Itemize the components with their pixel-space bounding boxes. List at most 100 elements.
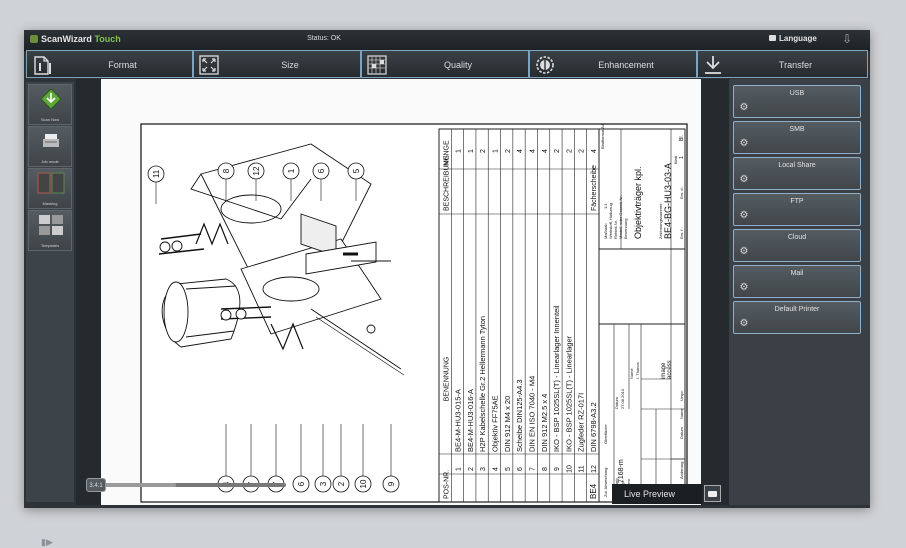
- tab-format[interactable]: Format: [26, 50, 193, 78]
- scan-now-label: Scan Now: [40, 117, 60, 122]
- title-drawing-no: BE4-BG-HU3-03-A: [663, 163, 673, 239]
- tab-format-label: Format: [108, 60, 137, 70]
- part-qty: 1: [493, 149, 500, 153]
- preview-margin-left: [76, 79, 101, 505]
- brand-suffix: Touch: [94, 34, 121, 44]
- language-icon: [769, 35, 776, 41]
- title-sheet: 1: [679, 156, 685, 159]
- camera-icon: [708, 491, 717, 497]
- zoom-slider[interactable]: [86, 483, 286, 487]
- part-pos: 6: [517, 467, 524, 471]
- title-replaced-by: Ers. d.:: [679, 186, 684, 199]
- masking-button[interactable]: Masking: [28, 168, 72, 209]
- part-qty: 4: [542, 149, 549, 153]
- part-qty: 2: [554, 149, 561, 153]
- masking-icon: [37, 172, 65, 194]
- gear-icon[interactable]: ⚙: [739, 210, 749, 221]
- transfer-icon: [705, 56, 721, 74]
- zoom-handle[interactable]: 3.4:1: [86, 478, 106, 492]
- tab-size[interactable]: Size: [193, 50, 361, 78]
- part-name: DIN 6798-A3.2: [589, 402, 598, 452]
- title-material: Werkstoff, Halbzeug: [608, 203, 613, 239]
- callout-label: 6: [317, 168, 326, 173]
- callouts: 11812165477632109: [147, 162, 400, 493]
- destination-default-printer[interactable]: Default Printer⚙: [733, 301, 861, 334]
- gear-icon[interactable]: ⚙: [739, 318, 749, 329]
- tab-enhancement[interactable]: Enhancement: [529, 50, 697, 78]
- live-preview-label: Live Preview: [612, 484, 702, 504]
- header-desc: BESCHREIBUNG: [443, 155, 450, 211]
- quality-icon: [367, 55, 387, 75]
- destination-ftp[interactable]: FTP ⚙: [733, 193, 861, 226]
- part-qty: 2: [480, 149, 487, 153]
- job-mode-button[interactable]: Job mode: [28, 126, 72, 167]
- part-name: H2P Kabelschelle Gr.2 Hellermann Tyton: [478, 316, 487, 452]
- gear-icon[interactable]: ⚙: [739, 282, 749, 293]
- gear-icon[interactable]: ⚙: [739, 102, 749, 113]
- gear-icon[interactable]: ⚙: [739, 138, 749, 149]
- brand-name: ScanWizard: [41, 34, 92, 44]
- tab-transfer[interactable]: Transfer: [697, 50, 868, 78]
- part-name: IKO - BSP 1025SL(T) - Linearlager: [564, 335, 573, 452]
- title-scale: 1:1: [603, 203, 608, 209]
- arrow-down-icon[interactable]: ⇩: [842, 32, 853, 46]
- size-icon: [199, 55, 219, 75]
- gear-icon[interactable]: ⚙: [739, 246, 749, 257]
- camera-button[interactable]: [704, 485, 721, 502]
- brand: ScanWizard Touch: [30, 34, 121, 44]
- title-name-label: Name: [629, 368, 634, 379]
- gear-icon[interactable]: ⚙: [739, 174, 749, 185]
- transfer-destinations: USB ⚙ SMB ⚙ Local Share ⚙ FTP ⚙ Cloud⚙ Mail⚙…: [729, 79, 870, 505]
- preview-margin-right: [701, 79, 729, 505]
- tool-panel: Scan Now Job mode Masking Templates ▮▶: [26, 82, 74, 547]
- part-name: IKO - BSP 1025SL(T) - Linearlager Innent…: [552, 305, 561, 452]
- title-scale-label: Maßstab: [603, 223, 608, 239]
- title-sheet-total: Bl.: [679, 135, 685, 141]
- callout-label: 9: [387, 481, 396, 486]
- destination-mail[interactable]: Mail⚙: [733, 265, 861, 298]
- destination-label: USB: [789, 90, 805, 97]
- callout-label: 11: [152, 169, 161, 178]
- tab-transfer-label: Transfer: [778, 60, 813, 70]
- expand-panel-icon[interactable]: ▮▶: [41, 537, 53, 547]
- title-sheet-label: Blatt: [673, 155, 678, 164]
- language-label: Language: [779, 34, 817, 43]
- language-button[interactable]: Language: [769, 34, 817, 43]
- tab-quality[interactable]: Quality: [361, 50, 529, 78]
- job-mode-label: Job mode: [41, 159, 59, 164]
- title-tolerance: Zul. Abweichung: [603, 468, 608, 497]
- destination-local-share[interactable]: Local Share ⚙: [733, 157, 861, 190]
- part-name: Scheibe DIN125-A4.3: [515, 379, 524, 452]
- assembly-illustration: [158, 143, 405, 376]
- scan-now-icon: [40, 88, 62, 110]
- title-ursp: Urspr.: [679, 390, 684, 401]
- part-pos: 7: [529, 467, 536, 471]
- destination-smb[interactable]: SMB ⚙: [733, 121, 861, 154]
- title-logo-1: image: [661, 362, 667, 379]
- title-surface: Oberfläche: [603, 424, 608, 444]
- destination-label: FTP: [790, 198, 804, 205]
- title-code: BE4: [589, 483, 598, 499]
- callout-label: 5: [352, 168, 361, 173]
- part-name: DIN 912 M4 x 20: [503, 396, 512, 452]
- title-drawing-no-label: Zeichnungsnummer:: [658, 203, 663, 239]
- header-pos: POS-NR.: [443, 470, 450, 499]
- destination-label: SMB: [789, 126, 805, 133]
- title-datum: Datum: [679, 427, 684, 439]
- destination-usb[interactable]: USB ⚙: [733, 85, 861, 118]
- destination-label: Local Share: [778, 162, 816, 169]
- templates-button[interactable]: Templates: [28, 210, 72, 251]
- title-author: I. Thanos: [635, 362, 640, 379]
- part-pos: 11: [579, 465, 586, 472]
- destination-cloud[interactable]: Cloud⚙: [733, 229, 861, 262]
- part-desc: Fächerscheibe: [591, 165, 598, 211]
- title-raw: Rohteil-Nr.: [613, 220, 618, 239]
- scan-now-button[interactable]: Scan Now: [28, 84, 72, 125]
- templates-icon: [39, 215, 63, 235]
- title-logo-2: access: [667, 360, 673, 379]
- title-date: 27.08.2010: [620, 388, 625, 409]
- part-pos: 3: [480, 467, 487, 471]
- callout-label: 10: [359, 479, 368, 488]
- part-qty: 1: [456, 149, 463, 153]
